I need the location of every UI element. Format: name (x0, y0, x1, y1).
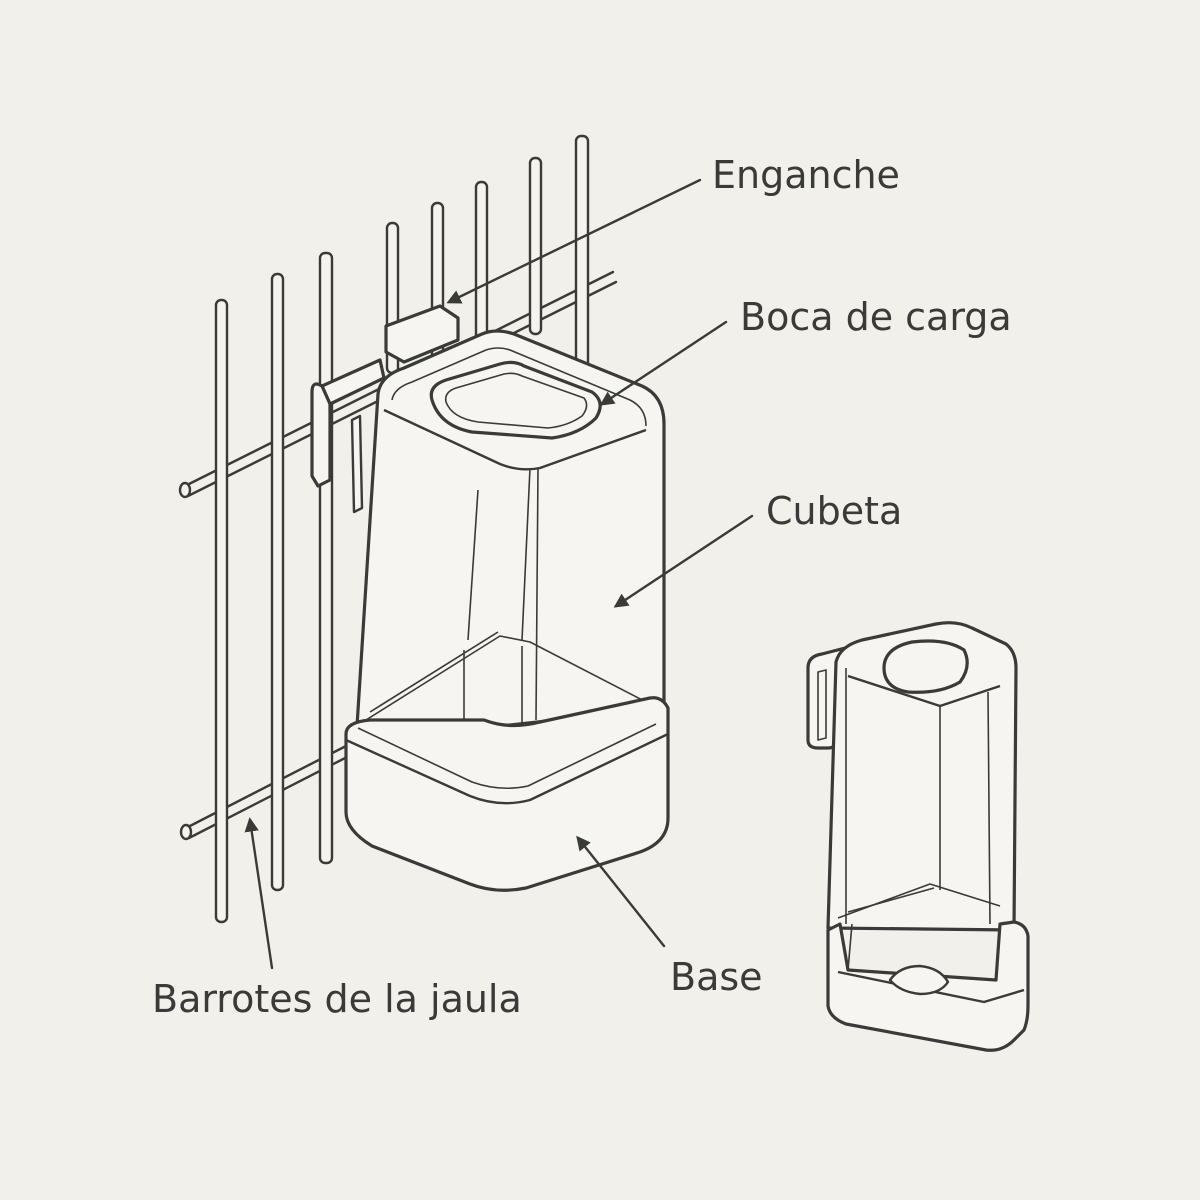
vertical-bar (214, 298, 229, 924)
fill-opening (429, 360, 602, 440)
arrow-fill-opening (599, 320, 728, 406)
arrow-base (576, 835, 666, 948)
label-cage-bars: Barrotes de la jaula (152, 977, 522, 1021)
arrow-reservoir (613, 514, 754, 608)
leader-arrows (244, 178, 754, 970)
reservoir-body (826, 621, 1018, 932)
vertical-bar (574, 134, 590, 386)
arrow-hook (446, 178, 702, 304)
cage-bars (178, 134, 618, 924)
rod-end-cap (179, 823, 193, 841)
arrow-cage-bars (244, 817, 274, 970)
label-reservoir: Cubeta (766, 489, 902, 533)
feed-cutout (888, 964, 950, 996)
vertical-bar (474, 180, 489, 344)
reservoir-body (354, 329, 666, 776)
vertical-bar (528, 156, 543, 336)
fill-opening (882, 639, 969, 694)
rod-end-cap (178, 481, 192, 499)
feeder-detached (806, 621, 1030, 1052)
labels: Enganche Boca de carga Cubeta Base Barro… (152, 153, 1012, 1021)
vertical-bar (318, 251, 334, 865)
label-base: Base (670, 955, 763, 999)
vertical-bar (270, 272, 285, 892)
label-fill-opening: Boca de carga (740, 295, 1012, 339)
label-hook: Enganche (712, 153, 900, 197)
feeder-mounted (310, 304, 670, 892)
base-tray (826, 920, 1030, 1052)
